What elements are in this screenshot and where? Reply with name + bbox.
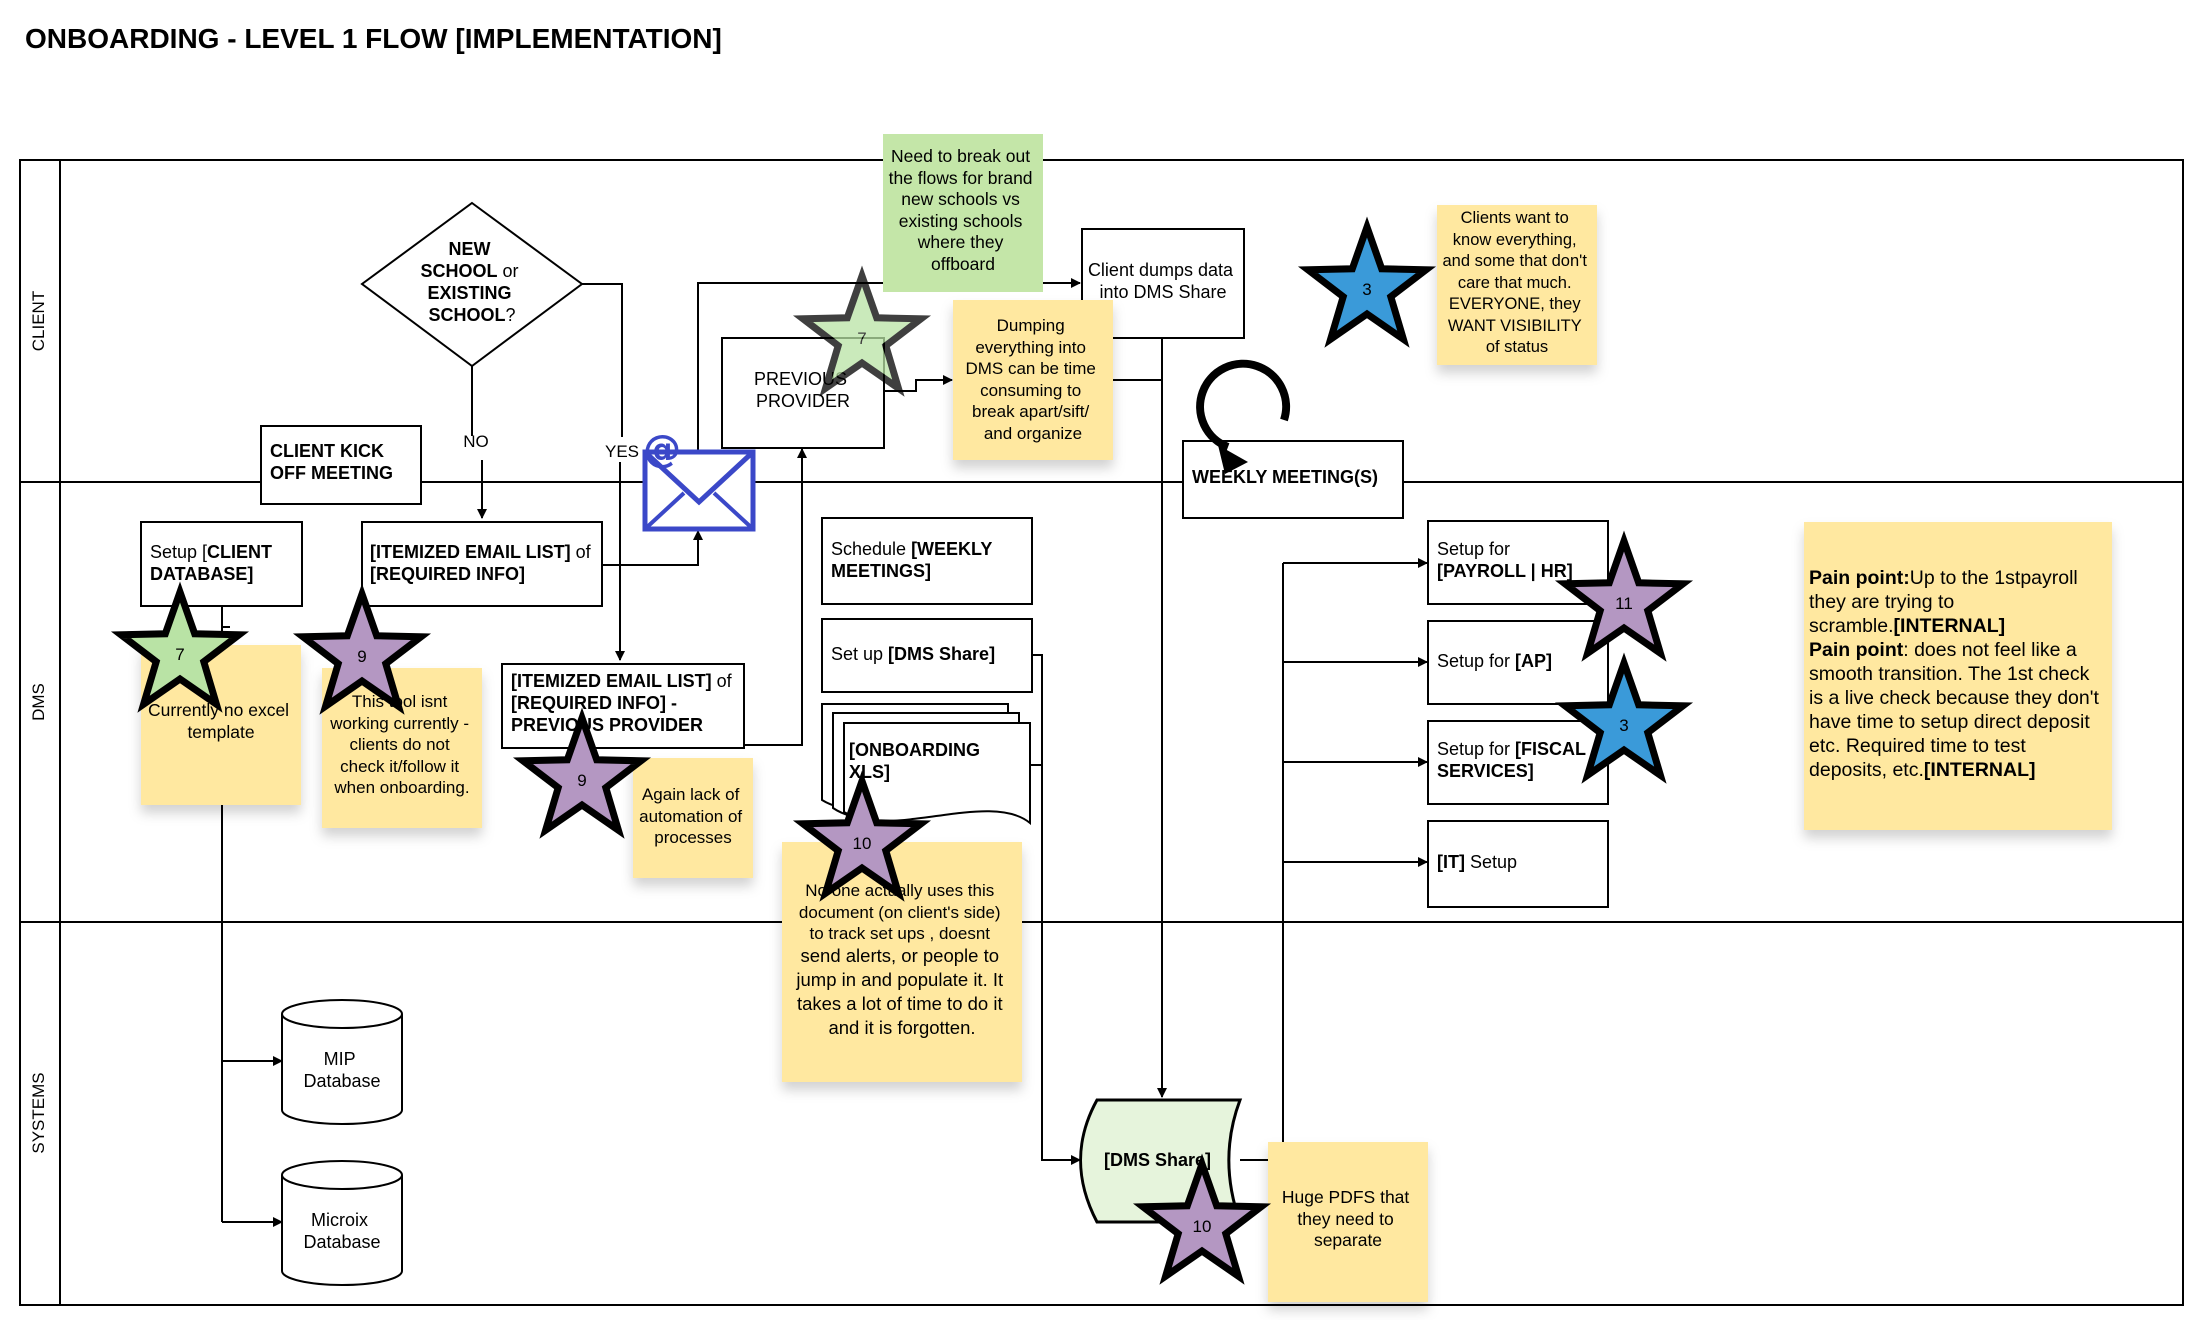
svg-text:Again lack of automation: Again lack of automation of processes [639,785,747,847]
svg-text:Currently no excel templ: Currently no excel template [148,700,294,742]
svg-text:Client dumps data into D: Client dumps data into DMS Share [1088,260,1238,302]
svg-text:[ITEMIZED EMAIL LIST] of: [ITEMIZED EMAIL LIST] of [REQUIRED INFO] [370,542,596,584]
star-number: 7 [857,329,866,348]
edge-label-yes: YES [605,442,639,461]
sticky-note-pain-point: Pain point:Up to the 1stpayroll they are… [1804,522,2112,830]
svg-text:@: @ [643,427,681,471]
svg-text:Clients want to know eve: Clients want to know everything, and som… [1442,209,1591,356]
svg-text:Set up [DMS Share]: Set up [DMS Share] [831,644,995,664]
star-icon: 3 [1297,216,1437,348]
star-number: 9 [577,771,586,790]
setup-ap-box[interactable]: Setup for [AP] [1427,620,1609,705]
star-number: 10 [853,834,872,853]
microix-database-cylinder[interactable]: Microix Database [281,1160,403,1286]
edge-email-prev-to-previous-provider [744,448,807,746]
sticky-note-no-one-uses: No one actually uses this document (on c… [782,842,1022,1082]
svg-text:Setup for [AP]: Setup for [AP] [1437,651,1552,671]
sticky-note-dumping: Dumping everything into DMS can be time … [953,300,1113,460]
svg-text:Huge PDFS that they need: Huge PDFS that they need to separate [1282,1187,1414,1250]
edge-setup-dms-to-share [1032,654,1081,1165]
refresh-loop-icon [1196,359,1291,474]
edge-label-no: NO [463,432,489,451]
svg-text:NEW SCHOOL or EXIS: NEW SCHOOL or EXISTING SCHOOL? [420,239,523,325]
stars-layer: 7 3 7 9 9 10 11 3 10 [110,216,1694,1285]
weekly-meetings-box[interactable]: WEEKLY MEETING(S) [1182,440,1404,519]
svg-text:[ONBOARDING XLS]: [ONBOARDING XLS] [849,740,985,782]
page-title: ONBOARDING - LEVEL 1 FLOW [IMPLEMENTATIO… [25,23,722,54]
setup-client-database-box[interactable]: Setup [CLIENT DATABASE] [140,521,303,607]
svg-text:Pain point:Up to the 1stpayrol: Pain point:Up to the 1stpayroll they are… [1809,567,2104,781]
lane-label-client: CLIENT [29,291,48,351]
lane-label-dms: DMS [29,683,48,721]
star-icon: 7 [792,265,932,397]
set-up-dms-share-box[interactable]: Set up [DMS Share] [821,618,1033,693]
svg-text:This tool isnt working c: This tool isnt working currently - clien… [329,692,474,797]
decision-new-or-existing[interactable]: NEW SCHOOL or EXISTING SCHOOL? [360,201,584,368]
star-number: 9 [357,647,366,666]
star-icon: 10 [1132,1153,1272,1285]
sticky-note-green-break-out: Need to break out the flows for brand ne… [883,134,1043,292]
svg-text:[IT] Setup: [IT] Setup [1437,852,1517,872]
svg-text:Setup [CLIENT DATABASE]: Setup [CLIENT DATABASE] [150,542,277,584]
svg-text:Setup for [FISCAL SERVIC: Setup for [FISCAL SERVICES] [1437,739,1591,781]
star-number: 3 [1619,716,1628,735]
edge-email-to-envelope [602,530,703,566]
edge-decision-yes [582,283,623,437]
sticky-note-clients-want: Clients want to know everything, and som… [1437,205,1597,365]
schedule-weekly-meetings-box[interactable]: Schedule [WEEKLY MEETINGS] [821,517,1033,605]
svg-text:Setup for [PAYROLL | HR]: Setup for [PAYROLL | HR] [1437,539,1573,581]
setup-fiscal-services-box[interactable]: Setup for [FISCAL SERVICES] [1427,720,1609,805]
star-icon: 3 [1554,652,1694,784]
svg-text:No one actually uses this: No one actually uses this document (on c… [795,881,1007,1038]
star-icon: 7 [110,581,250,713]
svg-text:CLIENT KICK OFF MEETING: CLIENT KICK OFF MEETING [270,441,393,483]
mip-database-cylinder[interactable]: MIP Database [281,999,403,1125]
star-icon: 11 [1554,530,1694,662]
star-icon: 9 [292,583,432,715]
star-number: 11 [1615,594,1633,613]
svg-text:Microix Database: Microix Database [303,1210,380,1252]
sticky-note-huge-pdfs: Huge PDFS that they need to separate [1268,1142,1428,1302]
sticky-note-tool-isnt-working: This tool isnt working currently - clien… [322,668,482,828]
star-number: 10 [1193,1217,1212,1236]
setup-it-box[interactable]: [IT] Setup [1427,820,1609,908]
itemized-email-list-previous-provider-box[interactable]: [ITEMIZED EMAIL LIST] of [REQUIRED INFO]… [501,663,745,749]
client-kickoff-meeting[interactable]: CLIENT KICK OFF MEETING [260,425,422,505]
svg-text:Schedule [WEEKLY MEETING: Schedule [WEEKLY MEETINGS] [831,539,997,581]
edge-share-to-setups [1240,563,1284,1161]
star-icon: 10 [792,770,932,902]
svg-text:WEEKLY MEETING(S): WEEKLY MEETING(S) [1192,467,1378,487]
sticky-note-lack-of-automation: Again lack of automation of processes [633,758,753,878]
svg-text:[ITEMIZED EMAIL LIST] of: [ITEMIZED EMAIL LIST] of [REQUIRED INFO]… [511,671,737,735]
star-number: 7 [175,645,184,664]
lane-label-systems: SYSTEMS [29,1072,48,1153]
svg-text:Dumping everything into: Dumping everything into DMS can be time … [965,316,1100,443]
svg-text:MIP Database: MIP Database [303,1049,380,1091]
sticky-note-no-excel: Currently no excel template [141,645,301,805]
svg-text:[DMS Share]: [DMS Share] [1104,1150,1211,1170]
star-icon: 9 [512,707,652,839]
envelope-icon: @ [642,427,756,532]
note-lines-green: Need to break out the flows for brand ne… [889,146,1038,274]
onboarding-xls-document[interactable]: [ONBOARDING XLS] [821,703,1031,826]
star-number: 3 [1362,280,1371,299]
itemized-email-list-box[interactable]: [ITEMIZED EMAIL LIST] of [REQUIRED INFO] [361,521,603,607]
